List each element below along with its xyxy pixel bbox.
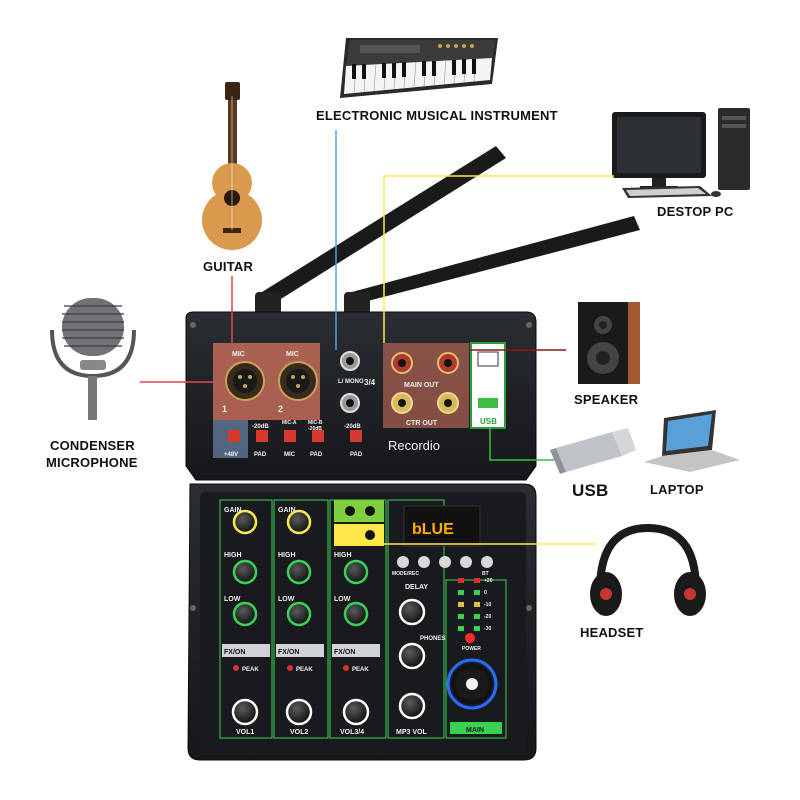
usb-symbol-icon xyxy=(477,351,499,367)
btn-pad3-label: PAD xyxy=(350,452,363,458)
vol2-label: VOL2 xyxy=(290,729,308,736)
main-strip xyxy=(450,722,502,734)
peak-label-2: PEAK xyxy=(296,667,313,673)
guitar-label: GUITAR xyxy=(203,259,254,274)
condenser-label-2: MICROPHONE xyxy=(46,455,138,470)
meter-level-0: +20 xyxy=(484,578,493,584)
transport-buttons[interactable] xyxy=(397,556,493,568)
pad-right-db: -20dB xyxy=(344,424,361,430)
fxon-label-1: FX/ON xyxy=(224,649,245,656)
power-led xyxy=(465,633,475,643)
bt-display xyxy=(403,505,481,547)
mono-jack-left[interactable] xyxy=(340,351,360,371)
low-label-3: LOW xyxy=(334,596,351,603)
main-out-jacks[interactable] xyxy=(391,352,459,374)
headset-label: HEADSET xyxy=(580,625,644,640)
laptop-label: LAPTOP xyxy=(650,482,704,497)
fx-on-buttons[interactable] xyxy=(222,644,380,657)
connection-lines xyxy=(140,130,614,545)
xlr-jack-2[interactable] xyxy=(278,361,318,401)
usb-port-label: USB xyxy=(480,417,497,426)
main-volume-knob[interactable] xyxy=(446,658,498,710)
phones-label: PHONES xyxy=(420,636,445,642)
desktop-pc-label: DESTOP PC xyxy=(657,204,734,219)
speaker-icon xyxy=(578,302,640,384)
usb-label: USB xyxy=(572,481,609,500)
keyboard-icon xyxy=(340,38,498,98)
vol34-label: VOL3/4 xyxy=(340,729,364,736)
low-label-1: LOW xyxy=(224,596,241,603)
btn-mic-label: MIC xyxy=(284,452,296,458)
condenser-mic-icon xyxy=(50,298,136,420)
phantom-label: +48V xyxy=(224,452,238,458)
headset-jack[interactable] xyxy=(334,524,384,546)
fxon-label-2: FX/ON xyxy=(278,649,299,656)
knob-group[interactable] xyxy=(231,509,426,726)
high-label-3: HIGH xyxy=(334,552,352,559)
meter-level-1: 0 xyxy=(484,590,487,596)
antenna-right xyxy=(344,216,640,316)
instrument-label: ELECTRONIC MUSICAL INSTRUMENT xyxy=(316,108,558,123)
fxon-label-3: FX/ON xyxy=(334,649,355,656)
ctr-out-jacks[interactable] xyxy=(391,392,459,414)
level-meter xyxy=(458,578,480,631)
high-label-2: HIGH xyxy=(278,552,296,559)
usb-port[interactable] xyxy=(478,398,498,408)
btn-pad2-label: PAD xyxy=(310,452,323,458)
rear-buttons[interactable] xyxy=(228,430,362,442)
input-1-label: MIC xyxy=(232,351,245,358)
laptop-icon xyxy=(644,410,740,472)
main-label: MAIN xyxy=(466,727,484,734)
high-label-1: HIGH xyxy=(224,552,242,559)
pad-left-db: -20dB xyxy=(252,424,269,430)
mic-b-label: MIC-B xyxy=(308,420,323,426)
input-2-label: MIC xyxy=(286,351,299,358)
power-label: POWER xyxy=(462,646,481,652)
desktop-pc-icon xyxy=(612,108,750,198)
mono-label: L/ MONO xyxy=(338,379,364,385)
main-out-label: MAIN OUT xyxy=(404,382,439,389)
low-label-2: LOW xyxy=(278,596,295,603)
bt-label: BT xyxy=(482,571,489,577)
speaker-label: SPEAKER xyxy=(574,392,639,407)
mic-b-db-label: -20dB xyxy=(308,426,322,432)
peak-label-3: PEAK xyxy=(352,667,369,673)
mic-a-label: MIC-A xyxy=(282,420,297,426)
brand-label: Recordio xyxy=(388,438,440,453)
mp3vol-label: MP3 VOL xyxy=(396,729,427,736)
peak-label-1: PEAK xyxy=(242,667,259,673)
meter-level-3: -20 xyxy=(484,614,491,620)
mode-rec-label: MODE/REC xyxy=(392,571,419,577)
delay-label: DELAY xyxy=(405,584,428,591)
gain-label-1: GAIN xyxy=(224,507,242,514)
ch34-label: 3/4 xyxy=(364,378,376,387)
condenser-label-1: CONDENSER xyxy=(50,438,135,453)
mono-jack-right[interactable] xyxy=(340,393,360,413)
usb-port-panel xyxy=(470,342,506,429)
display-text: bLUE xyxy=(412,521,454,538)
usb-stick-icon xyxy=(550,428,636,474)
input-2-number: 2 xyxy=(278,404,283,414)
btn-pad1-label: PAD xyxy=(254,452,267,458)
line-in-jacks[interactable] xyxy=(334,500,384,522)
vol1-label: VOL1 xyxy=(236,729,254,736)
meter-level-2: -10 xyxy=(484,602,491,608)
input-1-number: 1 xyxy=(222,404,227,414)
xlr-jack-1[interactable] xyxy=(225,361,265,401)
meter-level-4: -30 xyxy=(484,626,491,632)
guitar-icon xyxy=(202,82,262,250)
ctr-out-label: CTR OUT xyxy=(406,420,438,427)
gain-label-2: GAIN xyxy=(278,507,296,514)
headset-icon xyxy=(590,523,706,616)
